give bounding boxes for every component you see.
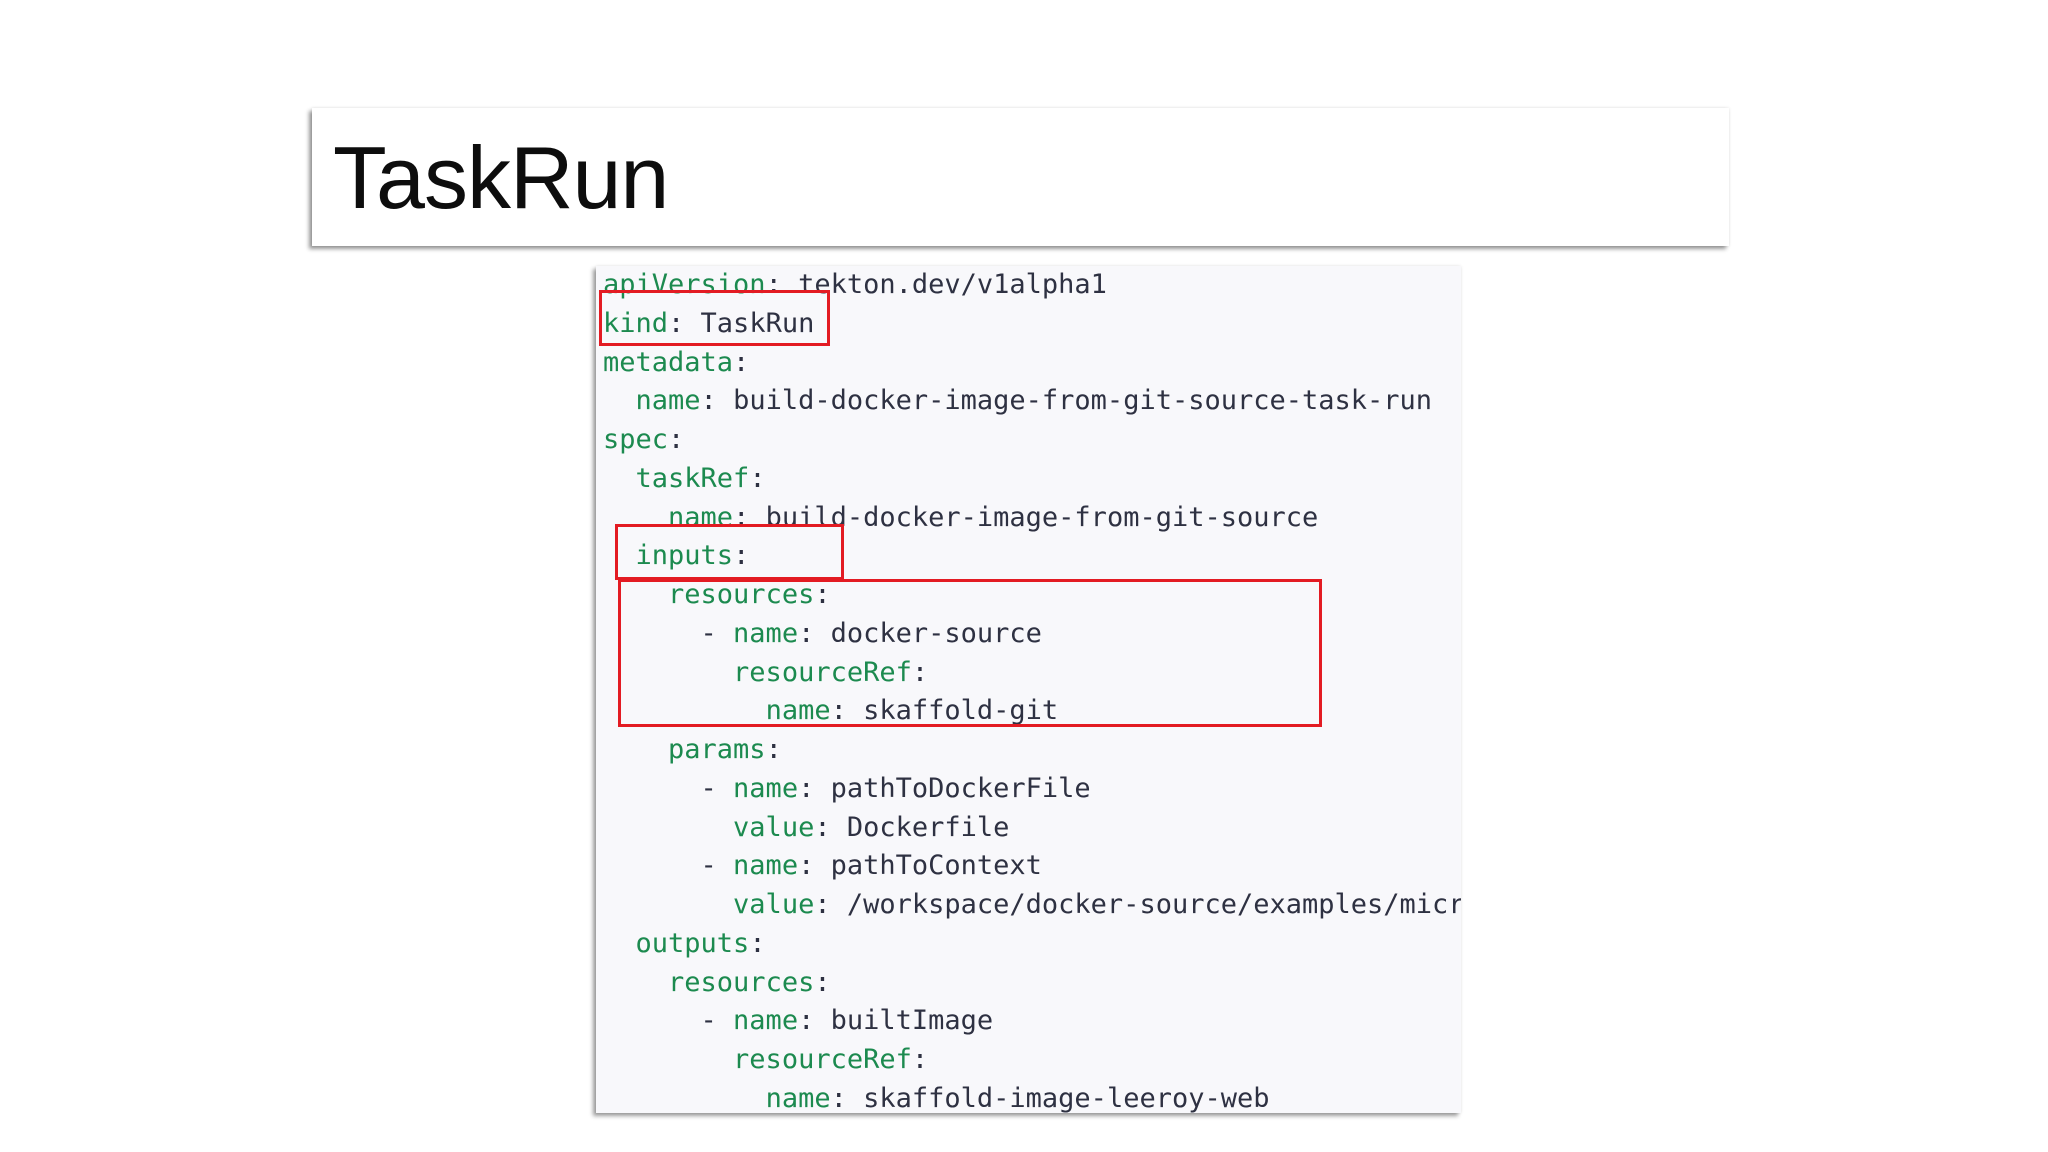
code-line: resourceRef: bbox=[603, 1041, 1461, 1080]
yaml-key: kind bbox=[603, 307, 669, 339]
yaml-value: Dockerfile bbox=[846, 811, 1010, 843]
code-line: resources: bbox=[603, 964, 1461, 1003]
yaml-value: skaffold-git bbox=[863, 695, 1059, 727]
yaml-key: taskRef bbox=[635, 462, 750, 494]
code-indent bbox=[603, 1044, 733, 1075]
yaml-key: name bbox=[733, 772, 799, 804]
code-line: name: build-docker-image-from-git-source… bbox=[603, 382, 1461, 421]
yaml-separator: : bbox=[814, 966, 831, 998]
yaml-separator: : bbox=[733, 346, 750, 378]
yaml-key: name bbox=[635, 385, 701, 417]
slide-title-box: TaskRun bbox=[312, 108, 1729, 246]
yaml-value: builtImage bbox=[830, 1005, 994, 1037]
code-indent: - bbox=[603, 1005, 734, 1037]
yaml-key: value bbox=[733, 811, 815, 843]
yaml-key: inputs bbox=[635, 540, 734, 572]
code-line: resources: bbox=[603, 576, 1461, 615]
code-line: taskRef: bbox=[603, 460, 1461, 499]
yaml-key: name bbox=[765, 1082, 831, 1113]
yaml-separator: : bbox=[911, 1044, 929, 1075]
yaml-key: name bbox=[765, 695, 831, 727]
code-line: outputs: bbox=[603, 925, 1461, 964]
code-line: - name: builtImage bbox=[603, 1002, 1461, 1041]
yaml-separator: : bbox=[814, 889, 847, 920]
code-line: value: Dockerfile bbox=[603, 809, 1461, 848]
code-line: value: /workspace/docker-source/examples… bbox=[603, 886, 1461, 925]
yaml-separator: : bbox=[700, 385, 734, 417]
code-line: kind: TaskRun bbox=[603, 305, 1461, 344]
code-indent: - bbox=[603, 772, 734, 804]
yaml-value: tekton.dev/v1alpha1 bbox=[798, 269, 1107, 300]
yaml-value: pathToDockerFile bbox=[830, 772, 1091, 804]
yaml-value: TaskRun bbox=[700, 307, 815, 339]
yaml-key: value bbox=[733, 889, 815, 920]
code-line: - name: pathToDockerFile bbox=[603, 770, 1461, 809]
yaml-separator: : bbox=[668, 424, 685, 455]
yaml-separator: : bbox=[798, 1005, 831, 1037]
code-indent bbox=[603, 734, 668, 765]
yaml-value: pathToContext bbox=[830, 850, 1042, 882]
yaml-separator: : bbox=[814, 811, 847, 843]
yaml-separator: : bbox=[733, 540, 750, 572]
yaml-separator: : bbox=[798, 617, 831, 649]
yaml-separator: : bbox=[830, 695, 864, 727]
code-indent bbox=[603, 385, 636, 416]
code-line: params: bbox=[603, 731, 1461, 770]
slide-title: TaskRun bbox=[333, 128, 669, 227]
yaml-separator: : bbox=[749, 462, 766, 494]
yaml-separator: : bbox=[830, 1082, 864, 1113]
code-line: apiVersion: tekton.dev/v1alpha1 bbox=[603, 266, 1461, 305]
yaml-key: name bbox=[733, 617, 799, 649]
code-line: - name: pathToContext bbox=[603, 847, 1461, 886]
highlight-kind bbox=[599, 290, 830, 346]
yaml-key: spec bbox=[603, 424, 669, 455]
yaml-key: metadata bbox=[603, 346, 734, 378]
yaml-separator: : bbox=[798, 850, 831, 882]
code-line: spec: bbox=[603, 421, 1461, 460]
yaml-key: name bbox=[733, 1005, 799, 1037]
code-indent bbox=[603, 463, 636, 494]
yaml-separator: : bbox=[668, 307, 701, 339]
yaml-separator: : bbox=[749, 927, 766, 959]
yaml-separator: : bbox=[814, 579, 831, 610]
code-indent bbox=[603, 967, 668, 998]
yaml-key: resourceRef bbox=[733, 1044, 912, 1075]
code-line: inputs: bbox=[603, 537, 1461, 576]
code-line: resourceRef: bbox=[603, 654, 1461, 693]
yaml-key: resourceRef bbox=[733, 656, 912, 688]
yaml-value: skaffold-image-leeroy-web bbox=[863, 1082, 1270, 1113]
code-indent bbox=[603, 889, 733, 920]
yaml-key: resources bbox=[668, 966, 815, 998]
code-line: - name: docker-source bbox=[603, 615, 1461, 654]
highlight-inputs bbox=[615, 524, 844, 580]
yaml-separator: : bbox=[798, 772, 831, 804]
code-line: metadata: bbox=[603, 344, 1461, 383]
code-line: name: skaffold-git bbox=[603, 692, 1461, 731]
yaml-value: docker-source bbox=[830, 617, 1042, 649]
yaml-value: build-docker-image-from-git-source-task-… bbox=[733, 385, 1433, 417]
code-indent bbox=[603, 928, 636, 959]
yaml-key: name bbox=[733, 850, 799, 882]
code-indent: - bbox=[603, 850, 734, 882]
code-indent bbox=[603, 1083, 766, 1113]
code-line: name: build-docker-image-from-git-source bbox=[603, 499, 1461, 538]
yaml-key: apiVersion bbox=[603, 269, 766, 300]
yaml-key: params bbox=[668, 734, 766, 765]
code-line: name: skaffold-image-leeroy-web bbox=[603, 1080, 1461, 1113]
code-indent: - bbox=[603, 617, 734, 649]
yaml-key: outputs bbox=[635, 927, 750, 959]
yaml-key: name bbox=[668, 501, 734, 533]
yaml-separator: : bbox=[765, 734, 782, 765]
yaml-key: resources bbox=[668, 579, 815, 610]
yaml-value: /workspace/docker-source/examples/micros… bbox=[846, 889, 1461, 920]
yaml-separator: : bbox=[911, 656, 929, 688]
highlight-input-resources bbox=[618, 579, 1322, 727]
yaml-value: build-docker-image-from-git-source bbox=[765, 501, 1319, 533]
code-indent bbox=[603, 812, 733, 843]
